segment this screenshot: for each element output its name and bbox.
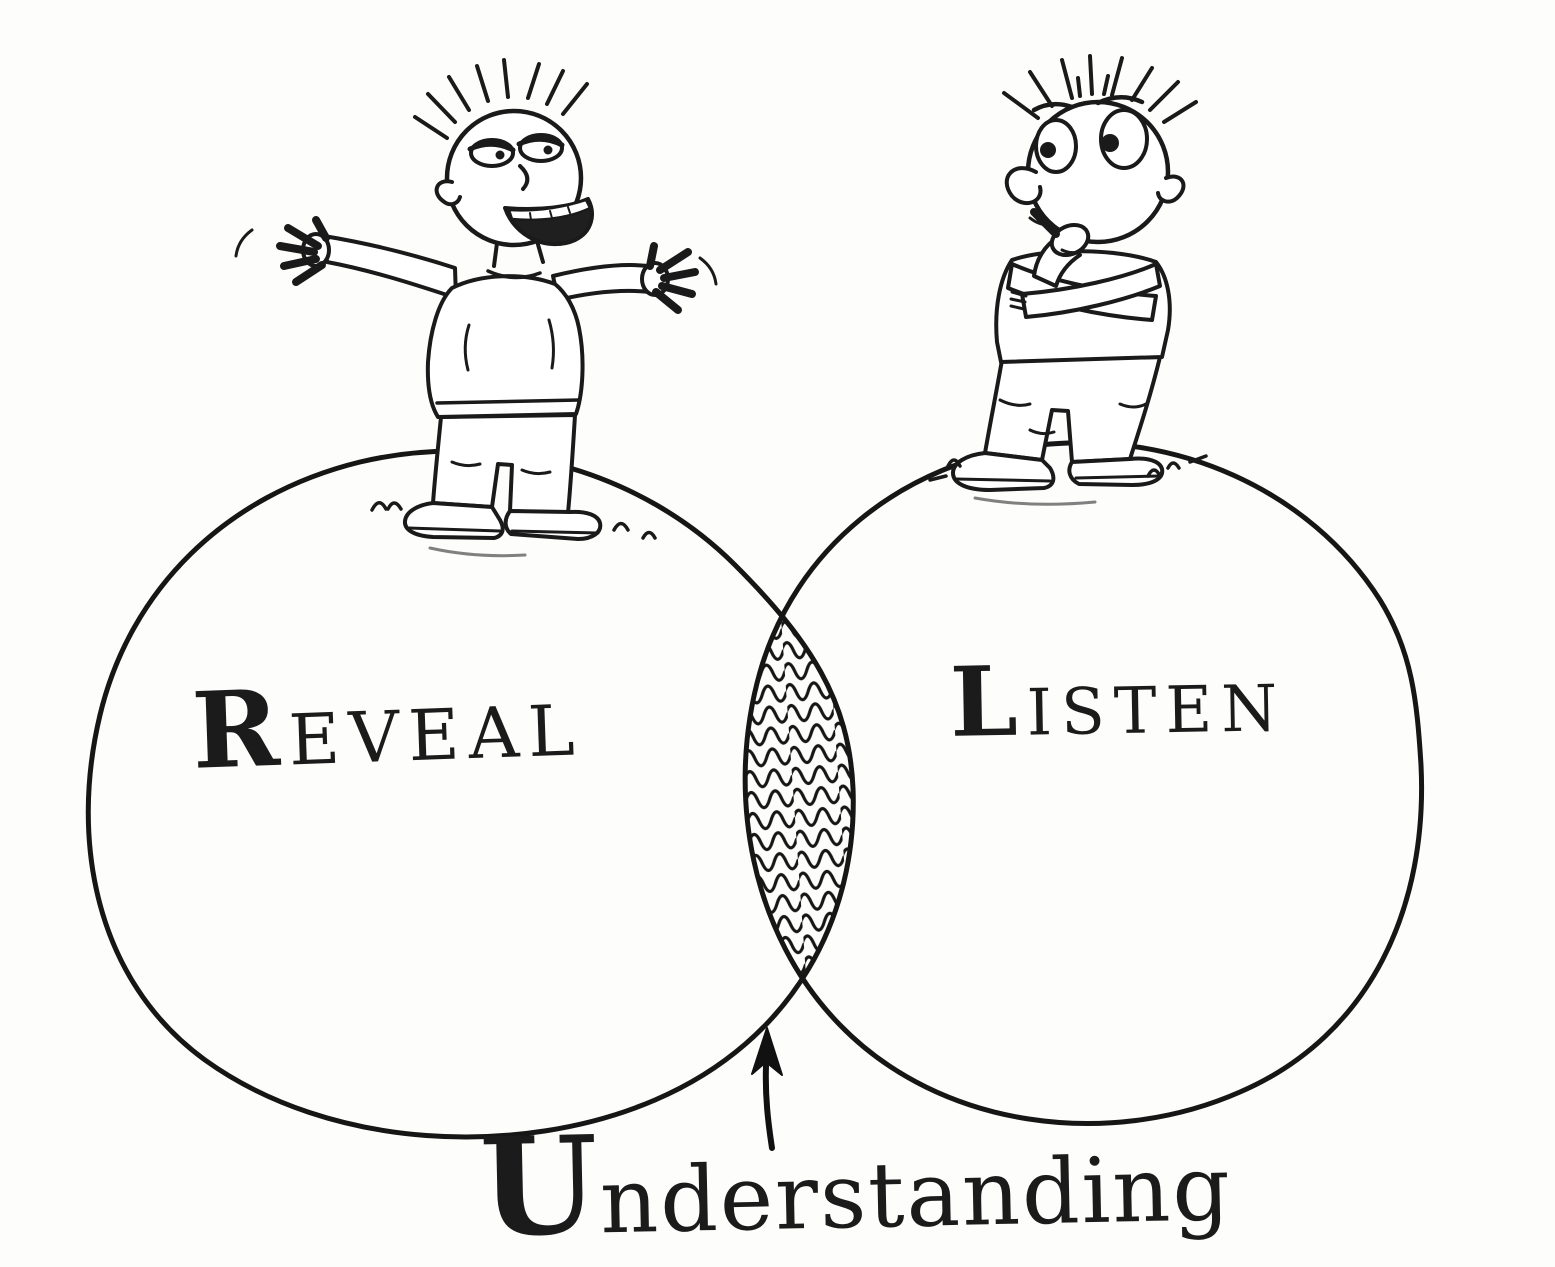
listener-eye	[1099, 108, 1149, 170]
speaker-pants	[431, 413, 577, 515]
listener-eye	[1034, 118, 1078, 174]
speaker-left-arm	[322, 234, 458, 300]
listener-hair	[1002, 54, 1198, 124]
speaker-ear	[434, 179, 462, 207]
speaker-hair	[413, 58, 589, 140]
reveal-circle	[85, 448, 856, 1140]
understanding-label: Understanding	[478, 1105, 1233, 1267]
understanding-arrow	[751, 1027, 783, 1151]
listener-ear	[1156, 174, 1186, 204]
speaker-right-shoe	[503, 509, 603, 541]
listening-man-icon	[928, 54, 1208, 506]
listener-pants	[983, 355, 1162, 464]
listener-crossed-arm	[1020, 262, 1162, 319]
speaker-left-shoe	[403, 501, 505, 540]
listen-label: LISTEN	[949, 644, 1287, 759]
speaking-man-icon	[234, 58, 718, 558]
intersection-hatch	[745, 451, 854, 1124]
listener-nose	[1004, 166, 1043, 206]
reveal-label: REVEAL	[189, 665, 585, 793]
speaker-torso	[425, 274, 585, 419]
listener-left-shoe	[951, 451, 1056, 492]
listener-right-shoe	[1067, 456, 1165, 487]
